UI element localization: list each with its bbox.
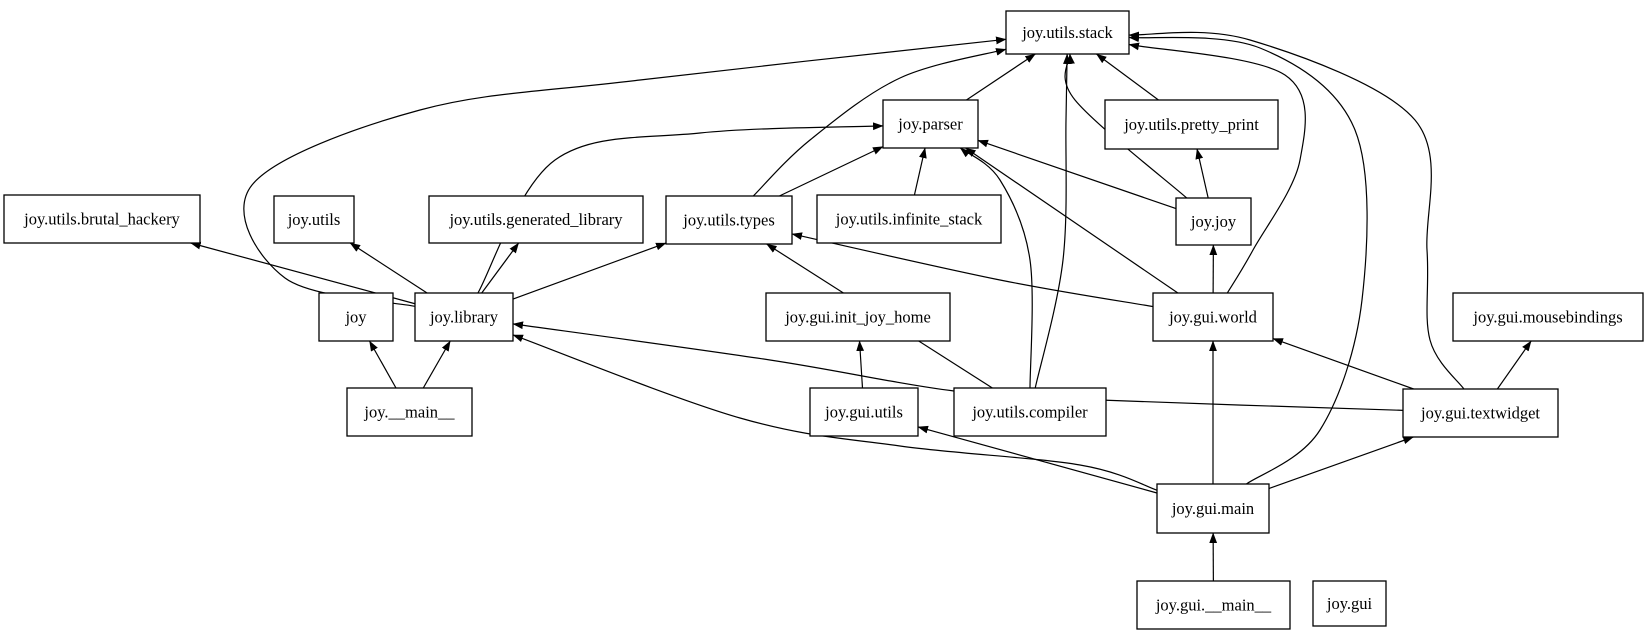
node-label: joy.utils.stack <box>1021 23 1113 42</box>
node-box <box>346 387 473 437</box>
edge-joy-utils-compiler-to-joy-parser <box>959 147 1033 389</box>
edge-joy-library-to-joy-utils-generated_library <box>481 242 520 294</box>
node-label: joy.utils.compiler <box>971 403 1088 422</box>
node-label: joy.utils.infinite_stack <box>835 210 983 229</box>
edge-joy-utils-infinite_stack-to-joy-parser <box>913 147 927 196</box>
node-box <box>1005 10 1130 55</box>
node-box <box>816 194 1002 244</box>
node-box <box>1402 388 1559 438</box>
node-box <box>3 194 201 244</box>
edge-joy-library-to-joy-utils-types <box>512 242 667 300</box>
edge-joy-gui-main-to-joy-gui-utils <box>917 425 1158 494</box>
edge-joy-library-to-joy-utils-stack <box>243 36 1007 307</box>
node-box <box>809 387 919 437</box>
node-joy-utils-stack: joy.utils.stack <box>1005 10 1130 55</box>
node-box <box>1152 292 1274 342</box>
node-box <box>765 292 951 342</box>
edge-joy-gui-main-to-joy-utils-stack <box>1128 34 1368 485</box>
edge-joy-gui-world-to-joy-utils-stack <box>1128 42 1306 294</box>
node-joy-library: joy.library <box>414 292 514 342</box>
node-box <box>1104 99 1279 150</box>
node-joy-gui-main: joy.gui.main <box>1156 483 1270 534</box>
node-box <box>1136 580 1291 630</box>
node-label: joy.__main__ <box>363 403 455 422</box>
edge-joy-joy-to-joy-parser <box>977 139 1177 210</box>
node-joy-parser: joy.parser <box>882 99 979 149</box>
node-joy-gui-textwidget: joy.gui.textwidget <box>1402 388 1559 438</box>
node-box <box>953 387 1107 437</box>
edge-joy-gui-textwidget-to-joy-utils-stack <box>1128 31 1465 390</box>
node-label: joy.utils.brutal_hackery <box>23 210 180 229</box>
node-joy-utils: joy.utils <box>273 195 355 244</box>
node-label: joy.gui.world <box>1168 308 1258 327</box>
edge-joy-gui-main-to-joy-gui-textwidget <box>1268 436 1414 490</box>
edge-joy-__main__-to-joy-library <box>422 340 451 389</box>
node-joy: joy <box>318 292 394 342</box>
node-label: joy.utils.generated_library <box>448 210 623 229</box>
edge-joy-__main__-to-joy <box>368 340 397 389</box>
node-joy-gui: joy.gui <box>1312 580 1387 627</box>
edge-joy-library-to-joy-utils <box>349 242 428 294</box>
node-label: joy.gui.mousebindings <box>1472 308 1622 327</box>
edge-joy-gui-textwidget-to-joy-gui-mousebindings <box>1496 340 1532 390</box>
edge-joy-gui-world-to-joy-utils-types <box>791 232 1154 308</box>
node-joy-utils-compiler: joy.utils.compiler <box>953 387 1107 437</box>
edge-joy-joy-to-joy-utils-pretty_print <box>1195 148 1209 199</box>
node-label: joy.gui.textwidget <box>1420 404 1540 423</box>
node-joy-utils-infinite_stack: joy.utils.infinite_stack <box>816 194 1002 244</box>
node-joy-gui-mousebindings: joy.gui.mousebindings <box>1452 292 1644 342</box>
node-label: joy.library <box>429 308 499 327</box>
node-joy-__main__: joy.__main__ <box>346 387 473 437</box>
node-label: joy.utils <box>287 210 341 229</box>
node-label: joy.utils.types <box>682 211 775 230</box>
node-label: joy.joy <box>1190 212 1237 231</box>
node-joy-utils-brutal_hackery: joy.utils.brutal_hackery <box>3 194 201 244</box>
node-label: joy.gui <box>1326 594 1373 613</box>
node-joy-utils-pretty_print: joy.utils.pretty_print <box>1104 99 1279 150</box>
edge-joy-gui-utils-to-joy-gui-init_joy_home <box>856 340 865 389</box>
node-joy-gui-init_joy_home: joy.gui.init_joy_home <box>765 292 951 342</box>
node-joy-gui-__main__: joy.gui.__main__ <box>1136 580 1291 630</box>
node-box <box>318 292 394 342</box>
node-label: joy.utils.pretty_print <box>1123 115 1259 134</box>
node-joy-gui-world: joy.gui.world <box>1152 292 1274 342</box>
node-joy-gui-utils: joy.gui.utils <box>809 387 919 437</box>
node-label: joy.gui.main <box>1171 499 1254 518</box>
edge-joy-utils-types-to-joy-utils-stack <box>752 48 1007 197</box>
node-box <box>665 195 793 245</box>
node-box <box>1175 197 1252 246</box>
node-joy-utils-generated_library: joy.utils.generated_library <box>428 195 644 244</box>
node-joy-utils-types: joy.utils.types <box>665 195 793 245</box>
node-label: joy <box>344 308 367 327</box>
node-label: joy.gui.__main__ <box>1155 596 1272 615</box>
edge-joy-gui-main-to-joy-library <box>512 334 1158 491</box>
node-box <box>1156 483 1270 534</box>
node-label: joy.gui.utils <box>824 403 903 422</box>
node-box <box>414 292 514 342</box>
edge-joy-utils-compiler-to-joy-utils-stack <box>1034 53 1071 389</box>
node-box <box>882 99 979 149</box>
edge-joy-gui-world-to-joy-parser <box>965 147 1179 294</box>
node-box <box>428 195 644 244</box>
node-label: joy.gui.init_joy_home <box>784 308 931 327</box>
edge-joy-parser-to-joy-utils-stack <box>966 53 1036 101</box>
edge-joy-gui-textwidget-to-joy-gui-world <box>1272 337 1414 390</box>
edge-joy-utils-pretty_print-to-joy-utils-stack <box>1096 53 1159 101</box>
node-joy-joy: joy.joy <box>1175 197 1252 246</box>
node-box <box>273 195 355 244</box>
node-box <box>1452 292 1644 342</box>
node-label: joy.parser <box>897 115 963 134</box>
node-box <box>1312 580 1387 627</box>
edge-joy-utils-types-to-joy-parser <box>779 146 884 197</box>
